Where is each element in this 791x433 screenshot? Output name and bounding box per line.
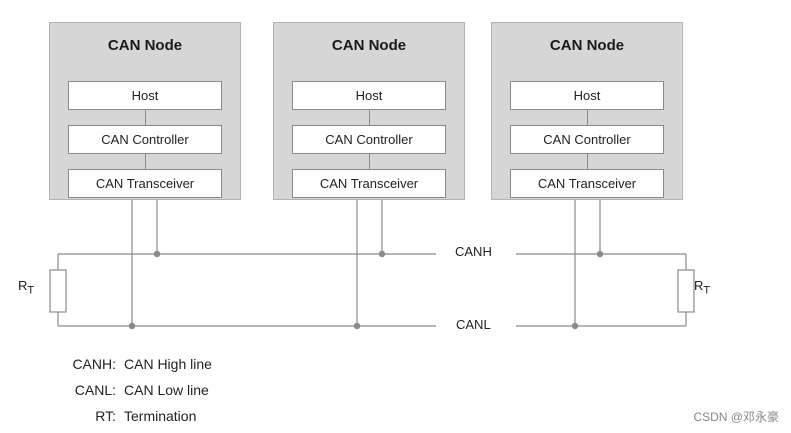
termination-resistor-right [677, 269, 695, 313]
junction-dot [378, 250, 386, 258]
termination-label-right: RT [694, 278, 711, 297]
legend-key: CANH: [72, 356, 116, 372]
can-controller-box: CAN Controller [292, 125, 446, 154]
connector [145, 154, 146, 169]
can-transceiver-box: CAN Transceiver [292, 169, 446, 198]
can-transceiver-box: CAN Transceiver [68, 169, 222, 198]
connector [145, 110, 146, 125]
canl-label: CANL [456, 317, 491, 332]
termination-resistor-left [49, 269, 67, 313]
node-title: CAN Node [549, 37, 625, 54]
can-node-2: CAN Node Host CAN Controller CAN Transce… [273, 22, 465, 200]
node-title: CAN Node [107, 37, 183, 54]
can-node-1: CAN Node Host CAN Controller CAN Transce… [49, 22, 241, 200]
legend-value: Termination [124, 408, 197, 424]
can-controller-box: CAN Controller [510, 125, 664, 154]
canh-label: CANH [455, 244, 492, 259]
junction-dot [153, 250, 161, 258]
connector [369, 110, 370, 125]
connector [369, 154, 370, 169]
legend-key: CANL: [74, 382, 116, 398]
connector [587, 154, 588, 169]
connector [587, 110, 588, 125]
legend-key: RT: [95, 408, 116, 424]
can-controller-box: CAN Controller [68, 125, 222, 154]
legend-value: CAN Low line [124, 382, 209, 398]
host-box: Host [510, 81, 664, 110]
host-box: Host [68, 81, 222, 110]
junction-dot [128, 322, 136, 330]
junction-dot [353, 322, 361, 330]
junction-dot [571, 322, 579, 330]
host-box: Host [292, 81, 446, 110]
junction-dot [596, 250, 604, 258]
watermark: CSDN @邓永豪 [693, 410, 779, 424]
termination-label-left: RT [18, 278, 35, 297]
node-title: CAN Node [331, 37, 407, 54]
can-node-3: CAN Node Host CAN Controller CAN Transce… [491, 22, 683, 200]
legend-value: CAN High line [124, 356, 212, 372]
can-transceiver-box: CAN Transceiver [510, 169, 664, 198]
